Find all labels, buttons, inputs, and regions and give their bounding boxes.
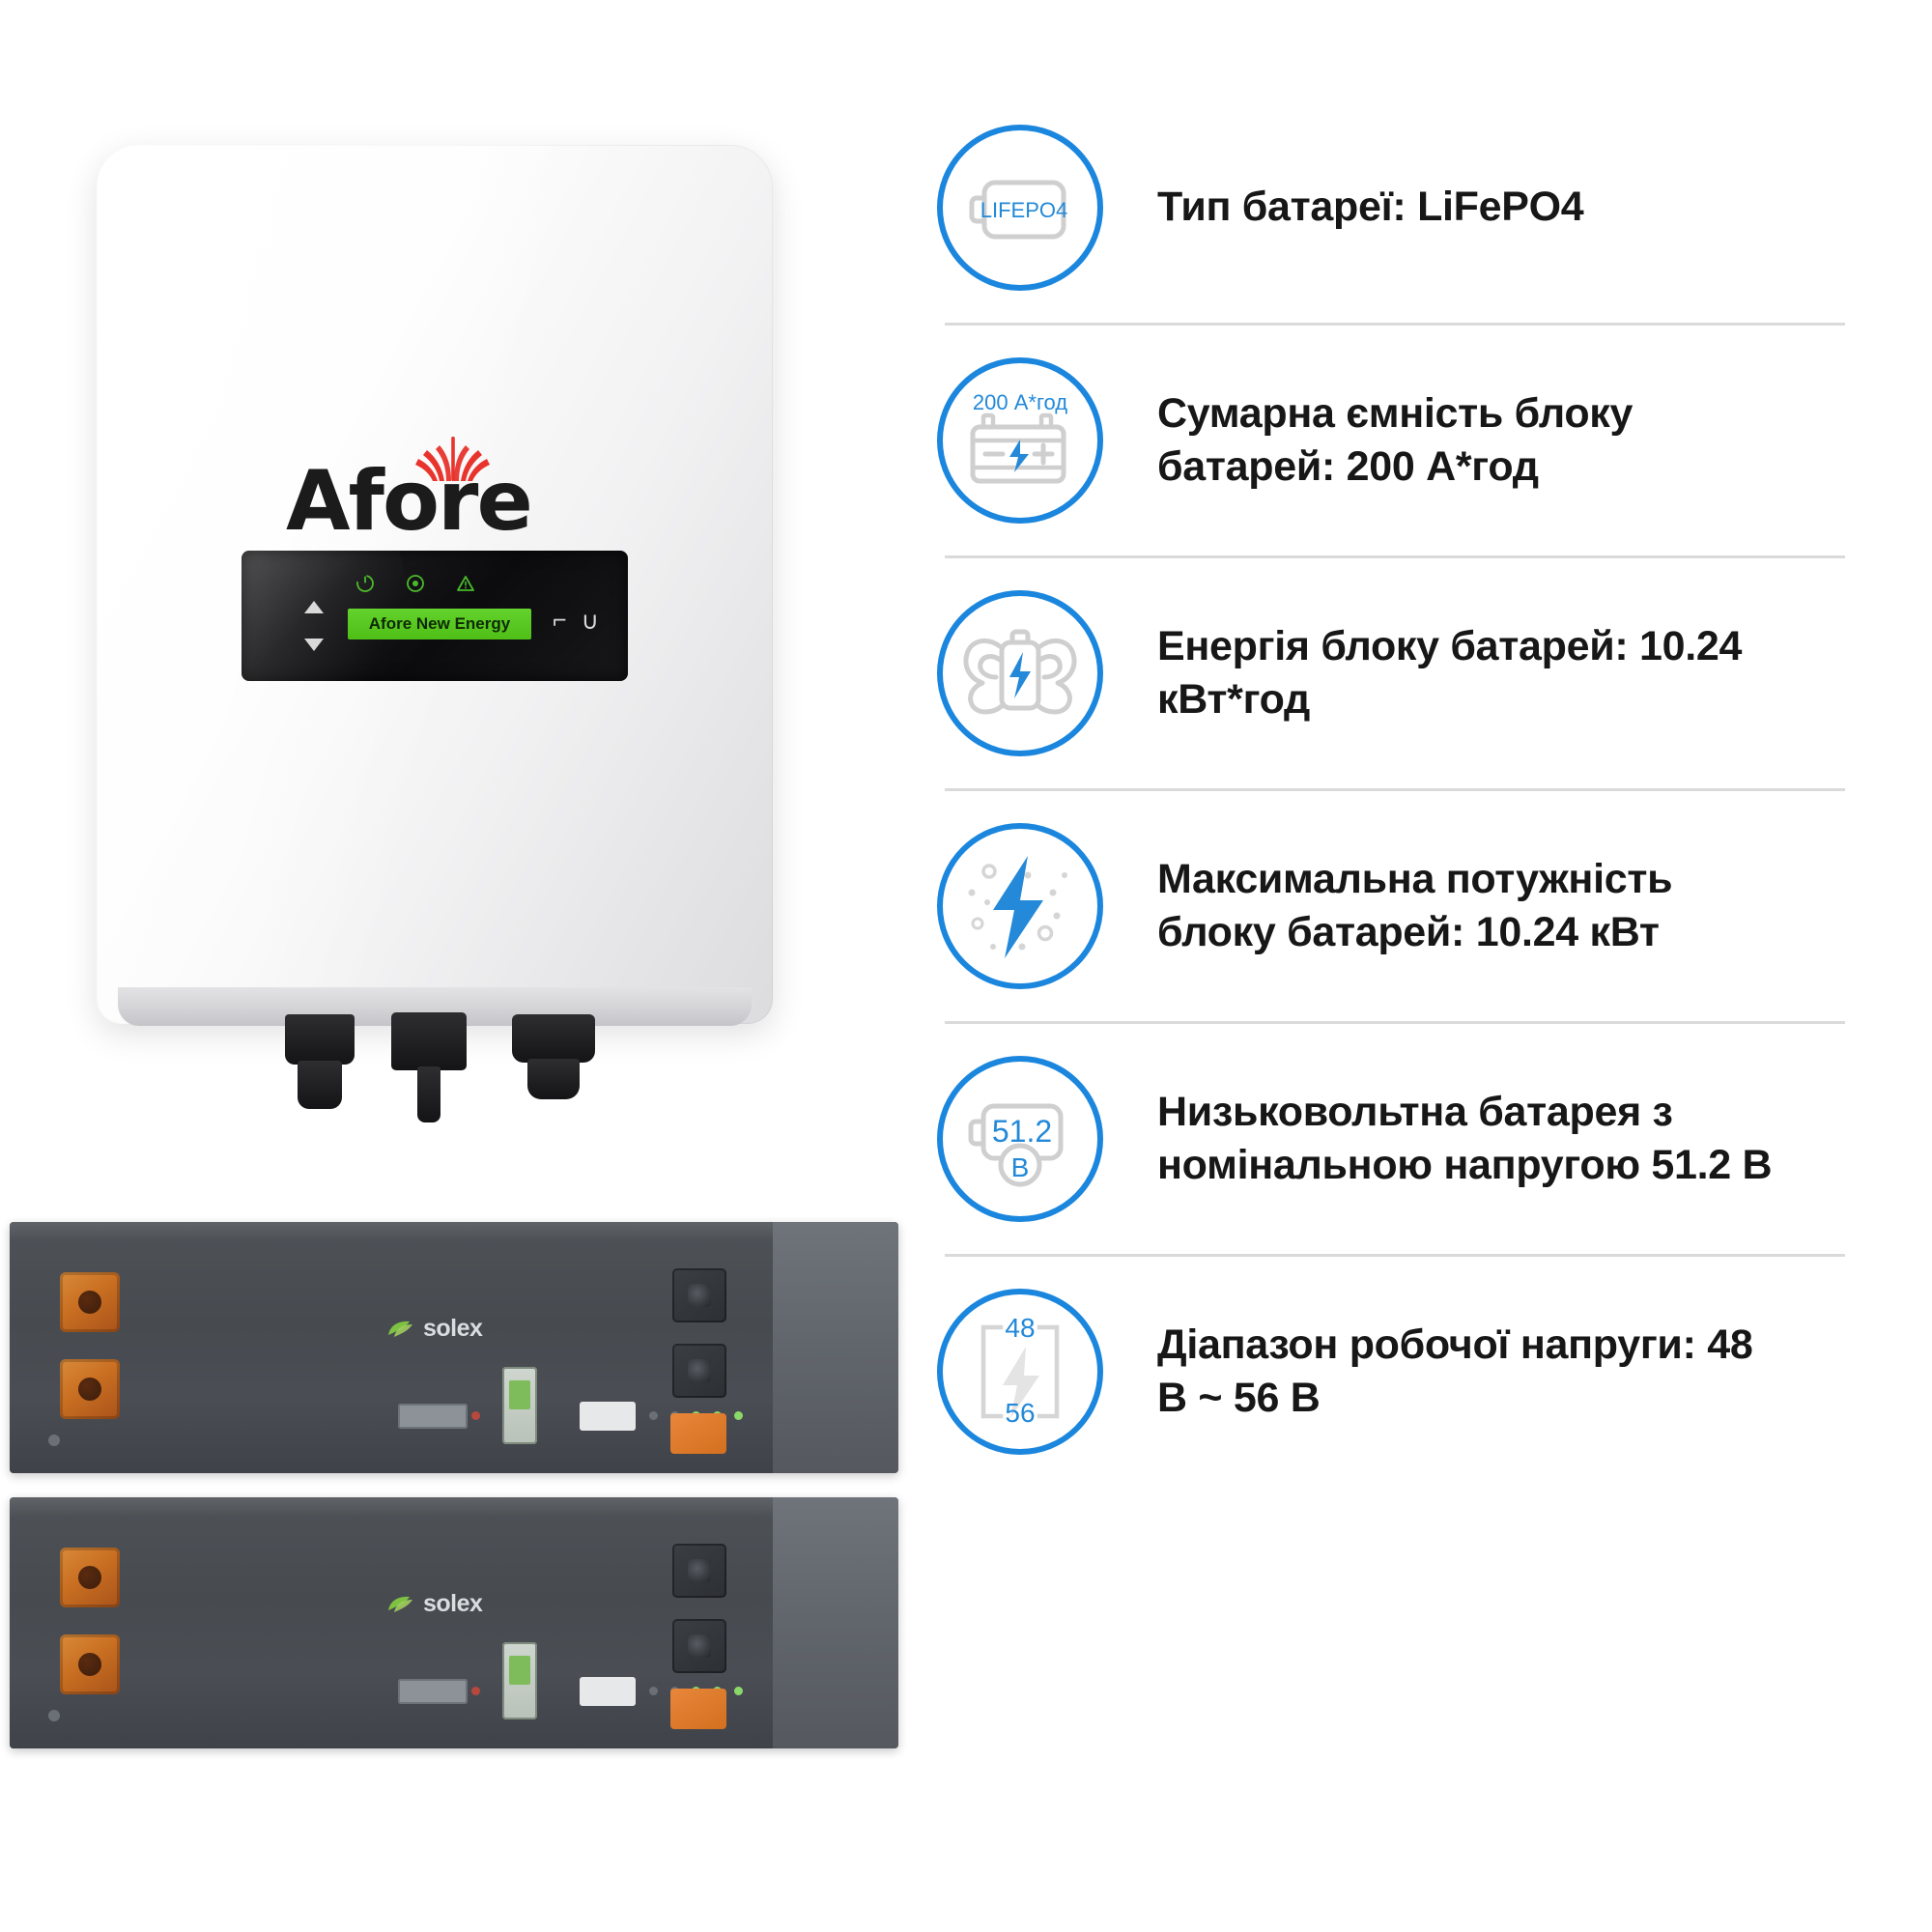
soc-led-1 [649,1411,658,1420]
spec-row-battery-type: LIFEPO4 Тип батареї: LiFePO4 [927,93,1845,323]
battery-front-face [10,1497,773,1748]
specification-list: LIFEPO4 Тип батареї: LiFePO4 200 А*год [927,0,1932,1932]
spec-label-battery-type: Тип батареї: LiFePO4 [1157,184,1584,231]
lightning-power-icon [937,823,1103,989]
connector-left [285,1014,355,1065]
spec-label-total-capacity: Сумарна ємність блоку батарей: 200 А*год [1157,389,1634,490]
battery-top-highlight [10,1222,773,1241]
soft-key-group[interactable]: ⌐ ∪ [553,607,600,636]
lifepo4-battery-icon: LIFEPO4 [937,125,1103,291]
soc-led-5 [734,1687,743,1695]
battery-display-strip [398,1679,468,1704]
battery-label-block [580,1677,636,1706]
battery-terminal-negative [60,1359,120,1419]
battery-power-switch[interactable] [502,1642,537,1719]
voltage-range-icon: 48 56 [937,1289,1103,1455]
solex-logo: solex [386,1315,483,1343]
battery-terminal-positive [60,1272,120,1332]
spec-row-total-capacity: 200 А*год Сумарна ємність блоку батарей:… [927,326,1845,555]
voltage-range-icon-min: 48 [1005,1314,1035,1343]
battery-corner-screw [48,1710,60,1721]
battery-alarm-led [471,1411,480,1420]
led-indicator-group [355,574,475,593]
spec-label-nominal-voltage: Низьковольтна батарея з номінальною напр… [1157,1088,1773,1188]
connector-center [391,1012,467,1070]
spec-label-voltage-range: Діапазон робочої напруги: 48 В ~ 56 В [1157,1321,1753,1421]
solex-logo: solex [386,1590,483,1618]
lcd-screen-text: Afore New Energy [368,614,511,633]
spec-label-pack-energy: Енергія блоку батарей: 10.24 кВт*год [1157,622,1743,723]
spec-row-max-power: Максимальна потужність блоку батарей: 10… [927,791,1845,1021]
fault-led-icon [456,574,475,593]
solex-leaf-icon [386,1319,419,1340]
connector-right [512,1014,595,1063]
battery-display-strip [398,1404,468,1429]
battery-front-face [10,1222,773,1473]
spec-divider-5 [945,1254,1845,1257]
battery-muscle-energy-icon [937,590,1103,756]
voltage-range-icon-max: 56 [1005,1398,1035,1428]
battery-alarm-led [471,1687,480,1695]
battery-breaker[interactable] [670,1413,726,1454]
inverter-product-image: Afore [97,145,773,1122]
battery-module-2: solex [10,1497,898,1748]
capacity-icon-text: 200 А*год [973,390,1067,414]
lcd-screen: Afore New Energy [348,609,531,639]
battery-module-1: solex [10,1222,898,1473]
solex-wordmark: solex [423,1315,483,1342]
spec-row-pack-energy: Енергія блоку батарей: 10.24 кВт*год [927,558,1845,788]
connector-right-tip [527,1059,580,1099]
battery-bolt-plate-1 [672,1268,726,1322]
battery-power-switch[interactable] [502,1367,537,1444]
battery-top-highlight [10,1497,773,1517]
nominal-voltage-icon-unit: В [1011,1152,1030,1182]
inverter-display-panel: Afore New Energy ⌐ ∪ [242,551,628,681]
nominal-voltage-icon-value: 51.2 [992,1114,1052,1149]
product-image-column: Afore [0,0,927,1932]
arrow-down-key[interactable] [304,639,324,651]
spec-divider-4 [945,1021,1845,1024]
spec-divider-1 [945,323,1845,326]
battery-side-panel [773,1222,898,1473]
navigation-keys[interactable] [298,601,330,651]
spec-label-max-power: Максимальна потужність блоку батарей: 10… [1157,855,1673,955]
sunburst-icon [410,437,497,481]
status-led-icon [406,574,425,593]
battery-breaker[interactable] [670,1689,726,1729]
spec-divider-3 [945,788,1845,791]
power-led-icon [355,574,375,593]
arrow-up-key[interactable] [304,601,324,613]
battery-bolt-plate-1 [672,1544,726,1598]
soc-led-5 [734,1411,743,1420]
battery-corner-screw [48,1435,60,1446]
spec-row-voltage-range: 48 56 Діапазон робочої напруги: 48 В ~ 5… [927,1257,1845,1487]
solex-wordmark: solex [423,1590,483,1617]
lifepo4-icon-text: LIFEPO4 [980,198,1067,222]
battery-bolt-plate-2 [672,1344,726,1398]
nominal-voltage-battery-icon: 51.2 В [937,1056,1103,1222]
spec-divider-2 [945,555,1845,558]
soft-key-left[interactable]: ⌐ [553,607,568,634]
car-battery-capacity-icon: 200 А*год [937,357,1103,524]
connector-center-tip [417,1066,440,1122]
battery-terminal-positive [60,1548,120,1607]
battery-label-block [580,1402,636,1431]
battery-bolt-plate-2 [672,1619,726,1673]
inverter-connectors [97,1012,773,1122]
connector-left-tip [298,1061,342,1109]
afore-wordmark: Afore [286,453,533,550]
soc-led-1 [649,1687,658,1695]
afore-logo: Afore [286,435,576,565]
battery-terminal-negative [60,1634,120,1694]
spec-row-nominal-voltage: 51.2 В Низьковольтна батарея з номінальн… [927,1024,1845,1254]
soft-key-right[interactable]: ∪ [581,608,600,635]
battery-side-panel [773,1497,898,1748]
solex-leaf-icon [386,1594,419,1615]
